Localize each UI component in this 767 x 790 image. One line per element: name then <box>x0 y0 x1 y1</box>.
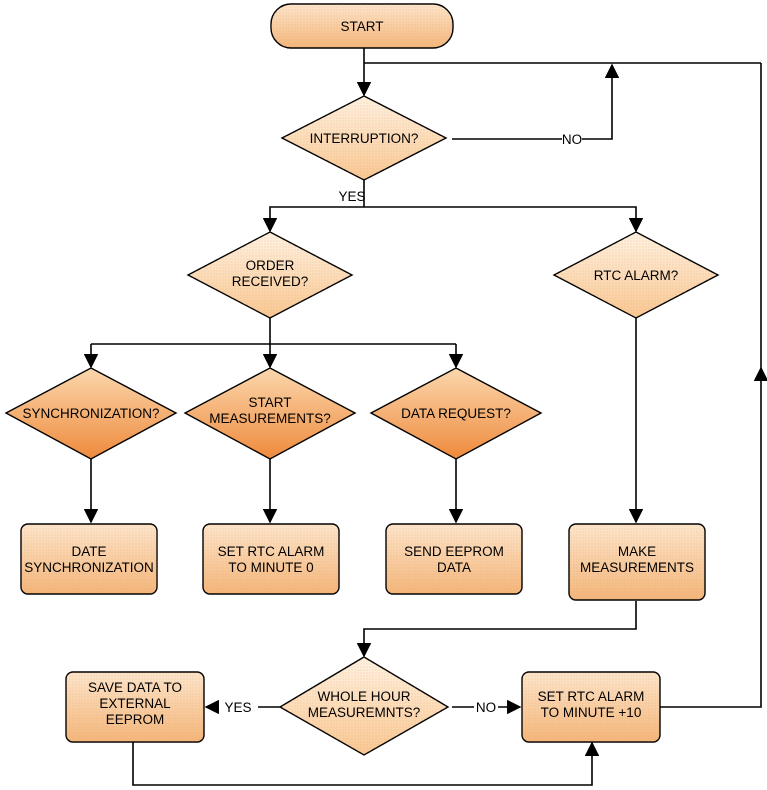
start-node: START <box>270 3 454 49</box>
rtc-alarm-decision: RTC ALARM? <box>552 231 720 319</box>
whole-hour-no-label: NO <box>476 700 496 715</box>
whole-hour-yes-label: YES <box>224 700 251 715</box>
synchronization-decision: SYNCHRONIZATION? <box>4 367 178 460</box>
data-request-label: DATA REQUEST? <box>401 406 511 421</box>
label-line: TO MINUTE 0 <box>228 560 313 575</box>
edge-split-rtc <box>364 206 644 233</box>
label-line: MEASUREMENTS? <box>209 411 331 426</box>
start-label: START <box>340 19 383 34</box>
label-line: SET RTC ALARM <box>218 544 325 559</box>
label-line: DATA REQUEST? <box>401 406 511 421</box>
label-line: START <box>248 395 291 410</box>
label-line: ORDER <box>246 258 295 273</box>
label-line: DATA <box>437 560 471 575</box>
data-request-decision: DATA REQUEST? <box>369 367 543 460</box>
connectors <box>83 47 767 786</box>
rtc-alarm-label: RTC ALARM? <box>594 268 679 283</box>
label-line: MEASUREMENTS <box>580 560 694 575</box>
interruption-label: INTERRUPTION? <box>310 131 419 146</box>
edge-setrtc10-right <box>660 366 767 708</box>
edge-interruption-no-b <box>582 63 620 140</box>
label-line: WHOLE HOUR <box>317 689 410 704</box>
interruption-yes-label: YES <box>338 189 365 204</box>
label-line: RTC ALARM? <box>594 268 679 283</box>
edge-split-order <box>262 206 364 233</box>
label-line: INTERRUPTION? <box>310 131 419 146</box>
label-line: EXTERNAL <box>99 696 171 711</box>
synchronization-label: SYNCHRONIZATION? <box>22 406 159 421</box>
label-line: DATE <box>71 544 106 559</box>
label-line: SYNCHRONIZATION? <box>22 406 159 421</box>
label-line: SAVE DATA TO <box>88 680 182 695</box>
label-line: SYNCHRONIZATION <box>24 560 154 575</box>
interruption-decision: INTERRUPTION? <box>280 95 448 181</box>
label-line: EEPROM <box>106 712 165 727</box>
label-line: MEASUREMNTS? <box>308 705 421 720</box>
label-line: TO MINUTE +10 <box>541 705 642 720</box>
label-line: START <box>340 19 383 34</box>
edge-save-setrtc10 <box>132 741 600 786</box>
interruption-no-label: NO <box>562 132 582 147</box>
edge-make-wholehour <box>356 601 637 658</box>
label-line: SET RTC ALARM <box>538 689 645 704</box>
label-line: SEND EEPROM <box>404 544 504 559</box>
label-line: RECEIVED? <box>232 274 309 289</box>
label-line: MAKE <box>618 544 656 559</box>
